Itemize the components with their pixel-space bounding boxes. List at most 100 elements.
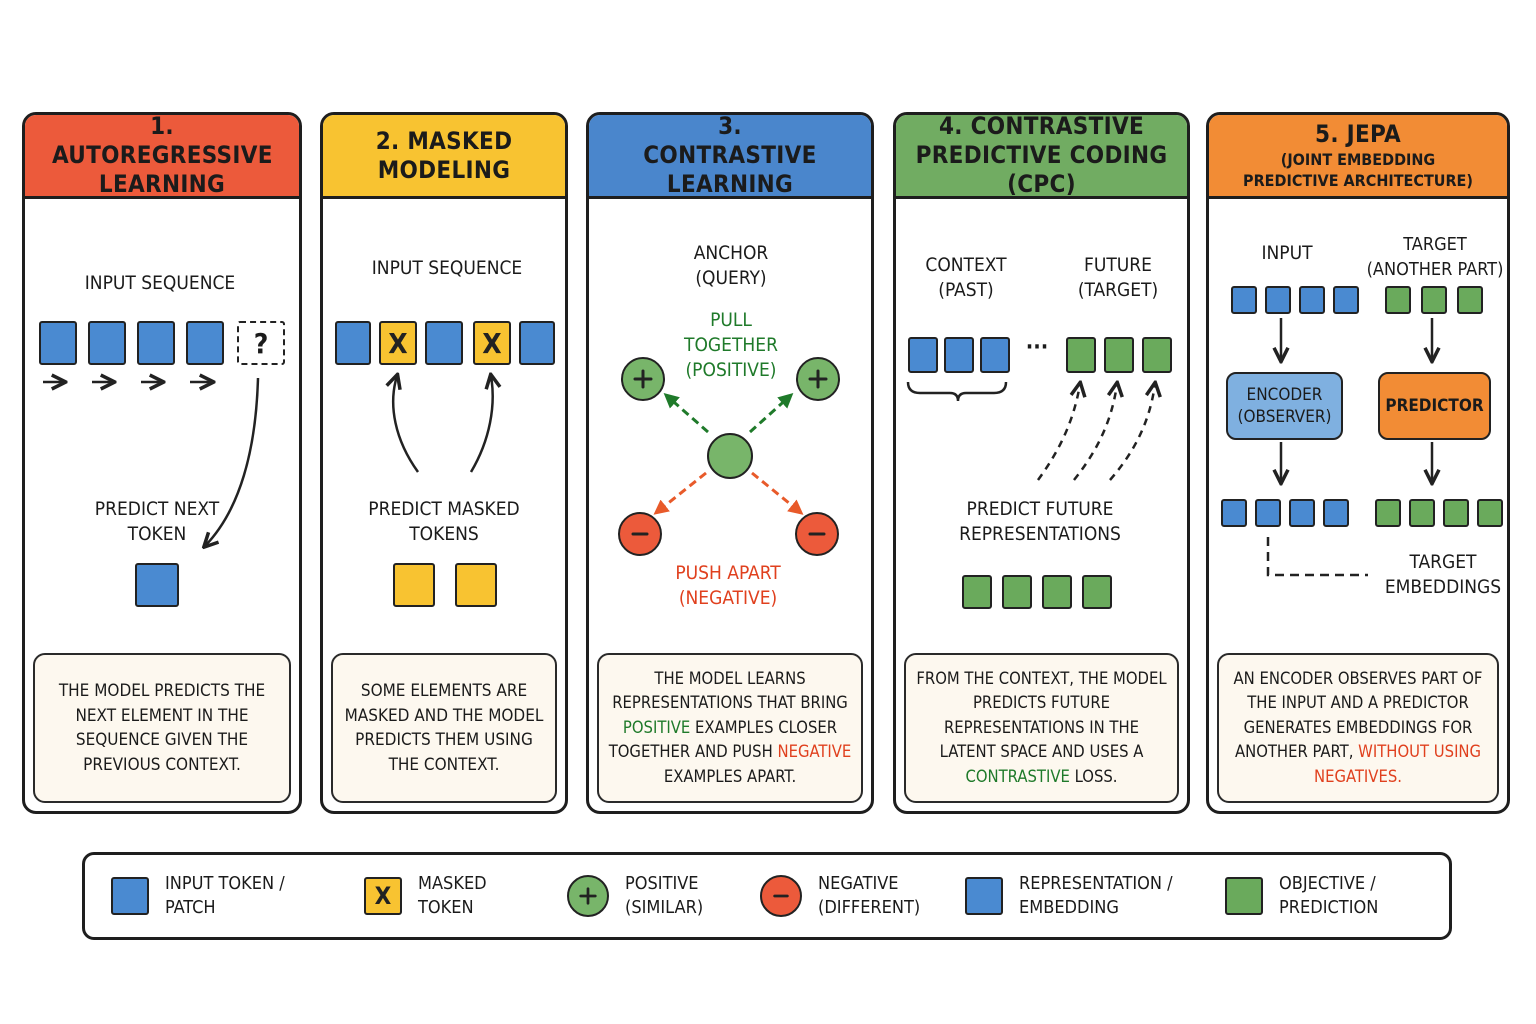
representation-square-icon <box>965 877 1003 915</box>
input-token <box>1265 286 1291 314</box>
objective-square-icon <box>1225 877 1263 915</box>
future-token <box>1104 337 1134 373</box>
plus-circle-icon <box>567 875 609 917</box>
predict-future-label: PREDICT FUTURE REPRESENTATIONS <box>959 498 1121 545</box>
panel-description: AN ENCODER OBSERVES PART OF THE INPUT AN… <box>1217 653 1499 803</box>
representation-token <box>1082 575 1112 609</box>
desc-negative: NEGATIVE <box>777 742 852 762</box>
desc-text: AN ENCODER OBSERVES PART OF THE INPUT AN… <box>1233 668 1483 762</box>
input-token <box>425 321 463 365</box>
predict-next-token-label: PREDICT NEXT TOKEN <box>94 498 220 545</box>
panel-autoregressive: 1. AUTOREGRESSIVE LEARNING INPUT SEQUENC… <box>22 112 302 814</box>
legend-label: NEGATIVE (DIFFERENT) <box>818 873 921 918</box>
context-token <box>908 337 938 373</box>
embedding-token <box>1289 499 1315 527</box>
panel-title: 2. MASKED MODELING <box>375 126 513 184</box>
push-apart-label: PUSH APART (NEGATIVE) <box>675 562 781 609</box>
positive-circle <box>621 357 665 401</box>
predicted-token <box>455 563 497 607</box>
embedding-token <box>1255 499 1281 527</box>
panel-cpc: 4. CONTRASTIVE PREDICTIVE CODING (CPC) C… <box>893 112 1190 814</box>
ellipsis-label: ··· <box>1025 335 1049 360</box>
anchor-circle <box>707 433 753 479</box>
anchor-label: ANCHOR (QUERY) <box>693 242 769 289</box>
minus-icon <box>631 532 649 536</box>
target-embeddings-label: TARGET EMBEDDINGS <box>1384 551 1502 598</box>
predictor-box: PREDICTOR <box>1378 372 1491 440</box>
future-token <box>1142 337 1172 373</box>
plus-icon <box>808 369 828 389</box>
input-token <box>39 321 77 365</box>
legend-item-masked-token: X MASKED TOKEN <box>364 855 498 937</box>
target-token <box>1421 286 1447 314</box>
legend-label: MASKED TOKEN <box>418 873 487 918</box>
desc-text: LOSS. <box>1069 766 1118 786</box>
pull-together-label: PULL TOGETHER (POSITIVE) <box>684 309 778 381</box>
target-label: TARGET (ANOTHER PART) <box>1366 234 1504 280</box>
legend-label: INPUT TOKEN / PATCH <box>165 873 285 918</box>
input-token <box>186 321 224 365</box>
positive-circle <box>796 357 840 401</box>
desc-text: EXAMPLES APART. <box>663 766 797 786</box>
representation-token <box>1002 575 1032 609</box>
future-label: FUTURE (TARGET) <box>1077 254 1159 301</box>
panel-header: 2. MASKED MODELING <box>323 115 565 199</box>
panel-jepa: 5. JEPA (JOINT EMBEDDING PREDICTIVE ARCH… <box>1206 112 1510 814</box>
representation-token <box>1042 575 1072 609</box>
predicted-embedding-token <box>1443 499 1469 527</box>
panel-subtitle: (JOINT EMBEDDING PREDICTIVE ARCHITECTURE… <box>1243 150 1473 190</box>
legend-label: POSITIVE (SIMILAR) <box>625 873 704 918</box>
input-token-square-icon <box>111 877 149 915</box>
masked-token-square-icon: X <box>364 877 402 915</box>
target-token <box>1457 286 1483 314</box>
predicted-embedding-token <box>1409 499 1435 527</box>
panel-description: THE MODEL LEARNS REPRESENTATIONS THAT BR… <box>597 653 863 803</box>
predicted-token <box>393 563 435 607</box>
legend-label: OBJECTIVE / PREDICTION <box>1279 873 1379 918</box>
panel-header: 5. JEPA (JOINT EMBEDDING PREDICTIVE ARCH… <box>1209 115 1507 199</box>
future-token <box>1066 337 1096 373</box>
context-token <box>944 337 974 373</box>
panel-title: 1. AUTOREGRESSIVE LEARNING <box>52 112 273 198</box>
panel-header: 4. CONTRASTIVE PREDICTIVE CODING (CPC) <box>896 115 1187 199</box>
desc-contrastive: CONTRASTIVE <box>965 766 1070 786</box>
legend-item-negative: NEGATIVE (DIFFERENT) <box>760 855 928 937</box>
panel-title: 4. CONTRASTIVE PREDICTIVE CODING (CPC) <box>915 112 1168 198</box>
input-sequence-label: INPUT SEQUENCE <box>371 257 523 279</box>
panel-description: SOME ELEMENTS ARE MASKED AND THE MODEL P… <box>331 653 557 803</box>
panel-title: 5. JEPA <box>1315 120 1401 148</box>
input-token <box>519 321 555 365</box>
legend-item-representation: REPRESENTATION / EMBEDDING <box>965 855 1189 937</box>
panel-header: 3. CONTRASTIVE LEARNING <box>589 115 871 199</box>
representation-token <box>962 575 992 609</box>
embedding-token <box>1221 499 1247 527</box>
negative-circle <box>618 512 662 556</box>
negative-circle <box>795 512 839 556</box>
legend: INPUT TOKEN / PATCH X MASKED TOKEN POSIT… <box>82 852 1452 940</box>
input-token <box>137 321 175 365</box>
input-token <box>1231 286 1257 314</box>
masked-token: X <box>379 321 417 365</box>
input-token <box>88 321 126 365</box>
legend-item-objective: OBJECTIVE / PREDICTION <box>1225 855 1399 937</box>
desc-text: EXAMPLES CLOSER TOGETHER AND PUSH <box>608 717 838 762</box>
encoder-box: ENCODER (OBSERVER) <box>1226 372 1343 440</box>
legend-item-input-token: INPUT TOKEN / PATCH <box>111 855 305 937</box>
context-label: CONTEXT (PAST) <box>925 254 1007 301</box>
input-token <box>1333 286 1359 314</box>
plus-icon <box>633 369 653 389</box>
predict-masked-tokens-label: PREDICT MASKED TOKENS <box>368 498 520 545</box>
panel-description: THE MODEL PREDICTS THE NEXT ELEMENT IN T… <box>33 653 291 803</box>
panel-title: 3. CONTRASTIVE LEARNING <box>643 112 817 198</box>
legend-item-positive: POSITIVE (SIMILAR) <box>567 855 715 937</box>
query-token: ? <box>237 321 285 365</box>
input-sequence-label: INPUT SEQUENCE <box>84 272 236 294</box>
input-label: INPUT <box>1261 242 1313 264</box>
masked-token: X <box>473 321 511 365</box>
panel-header: 1. AUTOREGRESSIVE LEARNING <box>25 115 299 199</box>
predicted-embedding-token <box>1375 499 1401 527</box>
predicted-embedding-token <box>1477 499 1503 527</box>
context-token <box>980 337 1010 373</box>
input-token <box>1299 286 1325 314</box>
panel-contrastive-learning: 3. CONTRASTIVE LEARNING ANCHOR (QUERY) P… <box>586 112 874 814</box>
